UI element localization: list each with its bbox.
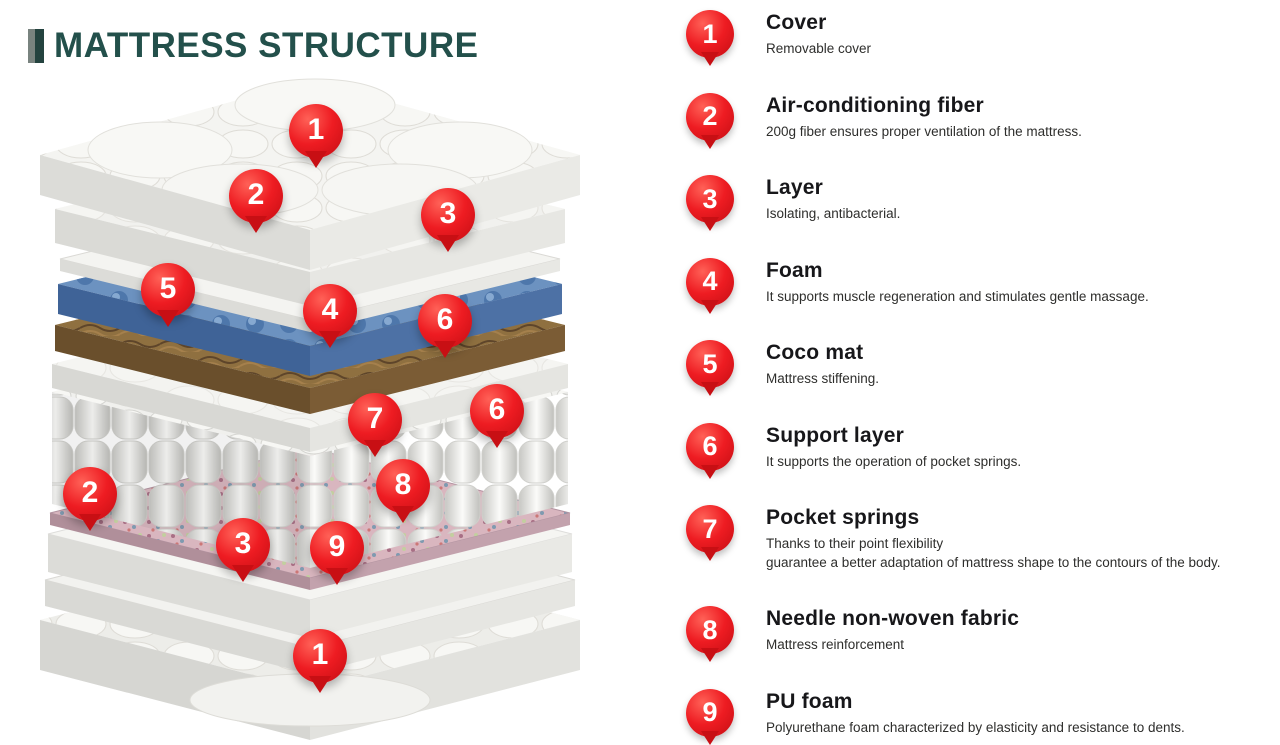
legend-item-desc: Thanks to their point flexibility guaran… xyxy=(766,536,1221,570)
title-bar-icon xyxy=(28,29,44,63)
legend-item-text: Layer Isolating, antibacterial. xyxy=(766,175,900,223)
legend-item-desc: Isolating, antibacterial. xyxy=(766,206,901,222)
diagram-pin: 1 xyxy=(289,104,343,158)
legend-number: 8 xyxy=(702,614,718,645)
legend-item-text: Pocket springs Thanks to their point fle… xyxy=(766,505,1221,571)
diagram-pin: 6 xyxy=(470,384,524,438)
legend-number: 1 xyxy=(702,18,718,49)
pin-number: 5 xyxy=(159,272,177,305)
legend-item-text: Cover Removable cover xyxy=(766,10,871,58)
legend-number-badge: 7 xyxy=(686,505,734,554)
pin-number: 1 xyxy=(307,113,325,146)
diagram-pin: 9 xyxy=(310,521,364,575)
legend-item-title: Needle non-woven fabric xyxy=(766,607,1020,631)
diagram-pin: 4 xyxy=(303,284,357,338)
legend-item-desc: Mattress reinforcement xyxy=(766,637,905,653)
legend-item: 6 Support layer It supports the operatio… xyxy=(686,422,1268,471)
legend-number: 3 xyxy=(702,183,718,214)
legend-number-badge: 2 xyxy=(686,92,734,141)
page-title-text: MATTRESS STRUCTURE xyxy=(54,26,479,65)
diagram-pin: 2 xyxy=(63,467,117,521)
page-title: MATTRESS STRUCTURE xyxy=(28,26,478,66)
legend-item-desc: Mattress stiffening. xyxy=(766,371,880,387)
legend-item-title: Air-conditioning fiber xyxy=(766,93,984,117)
legend-number: 5 xyxy=(702,348,718,379)
legend-item: 1 Cover Removable cover xyxy=(686,10,1268,58)
legend-item: 7 Pocket springs Thanks to their point f… xyxy=(686,505,1268,571)
legend-item-title: Pocket springs xyxy=(766,506,920,530)
mattress-illustration-area: 1 2 3 5 4 6 xyxy=(0,0,640,743)
pin-number: 8 xyxy=(394,468,412,501)
legend-item-title: Layer xyxy=(766,176,824,200)
diagram-pin: 2 xyxy=(229,169,283,223)
legend-item-desc: Polyurethane foam characterized by elast… xyxy=(766,719,1185,735)
pin-number: 9 xyxy=(328,530,346,563)
legend-item: 9 PU foam Polyurethane foam characterize… xyxy=(686,688,1268,737)
legend-item: 3 Layer Isolating, antibacterial. xyxy=(686,175,1268,224)
legend-number: 4 xyxy=(702,266,718,297)
legend-item: 5 Coco mat Mattress stiffening. xyxy=(686,340,1268,389)
legend-item-text: Needle non-woven fabric Mattress reinfor… xyxy=(766,606,1019,654)
diagram-pin: 5 xyxy=(141,263,195,317)
legend-item-desc: 200g fiber ensures proper ventilation of… xyxy=(766,123,1082,139)
legend: 1 Cover Removable cover 2 Air-conditioni… xyxy=(686,10,1268,737)
pin-number: 6 xyxy=(488,393,506,426)
diagram-pin: 3 xyxy=(421,188,475,242)
legend-number: 9 xyxy=(702,697,718,728)
legend-number: 7 xyxy=(702,513,718,544)
legend-number: 6 xyxy=(702,431,718,462)
diagram-pin: 1 xyxy=(293,629,347,683)
legend-item-text: Support layer It supports the operation … xyxy=(766,423,1021,471)
diagram-pin: 3 xyxy=(216,518,270,572)
pin-number: 3 xyxy=(439,197,457,230)
pin-number: 3 xyxy=(234,527,252,560)
legend-item: 8 Needle non-woven fabric Mattress reinf… xyxy=(686,606,1268,655)
legend-number-badge: 9 xyxy=(686,688,734,737)
legend-item-text: Coco mat Mattress stiffening. xyxy=(766,340,879,388)
legend-item-title: Cover xyxy=(766,11,827,34)
pin-number: 1 xyxy=(311,638,329,671)
legend-item-desc: It supports muscle regeneration and stim… xyxy=(766,288,1149,304)
legend-item-text: PU foam Polyurethane foam characterized … xyxy=(766,689,1185,737)
legend-item-title: PU foam xyxy=(766,689,853,713)
legend-item-title: Coco mat xyxy=(766,341,864,365)
legend-number-badge: 5 xyxy=(686,340,734,389)
legend-item-text: Air-conditioning fiber 200g fiber ensure… xyxy=(766,93,1082,141)
pin-number: 2 xyxy=(81,476,99,509)
legend-number-badge: 4 xyxy=(686,257,734,306)
legend-item-text: Foam It supports muscle regeneration and… xyxy=(766,258,1149,306)
legend-number-badge: 3 xyxy=(686,175,734,224)
diagram-pin: 7 xyxy=(348,393,402,447)
diagram-pin: 8 xyxy=(376,459,430,513)
legend-number: 2 xyxy=(702,101,718,132)
pin-number: 2 xyxy=(247,178,265,211)
legend-item: 2 Air-conditioning fiber 200g fiber ensu… xyxy=(686,92,1268,141)
legend-item-desc: It supports the operation of pocket spri… xyxy=(766,453,1022,469)
legend-item-title: Support layer xyxy=(766,423,904,447)
pin-number: 6 xyxy=(436,303,454,336)
legend-number-badge: 8 xyxy=(686,606,734,655)
legend-number-badge: 1 xyxy=(686,10,734,58)
legend-item: 4 Foam It supports muscle regeneration a… xyxy=(686,257,1268,306)
legend-item-title: Foam xyxy=(766,258,823,282)
legend-item-desc: Removable cover xyxy=(766,41,872,56)
legend-number-badge: 6 xyxy=(686,422,734,471)
pin-number: 7 xyxy=(366,402,384,435)
pin-number: 4 xyxy=(321,293,339,326)
diagram-pin: 6 xyxy=(418,294,472,348)
